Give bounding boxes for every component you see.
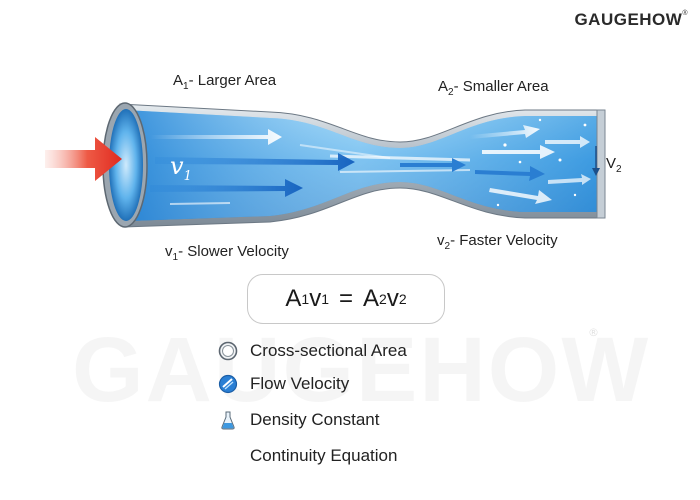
legend-item-cross-sectional-area: Cross-sectional Area xyxy=(218,341,407,361)
legend-item-flow-velocity: Flow Velocity xyxy=(218,374,349,394)
faster-velocity-label: v2- Faster Velocity xyxy=(437,232,558,252)
watermark-registered-mark: ® xyxy=(588,326,599,339)
flask-icon xyxy=(221,411,235,430)
flow-velocity-disc-icon xyxy=(218,374,238,394)
legend-blank-icon xyxy=(218,446,238,466)
larger-area-label: A1- Larger Area xyxy=(173,72,277,92)
smaller-area-label: A2- Smaller Area xyxy=(438,78,549,98)
brand-logo: GAUGEHOW® xyxy=(574,10,688,29)
watermark: GAUGEHOW xyxy=(72,318,650,423)
inlet-arrow xyxy=(45,137,122,181)
outlet-v2-label: V2 xyxy=(606,155,622,175)
pipe-v1-label: v1 xyxy=(170,152,192,184)
legend-item-continuity-equation: Continuity Equation xyxy=(218,446,397,466)
slower-velocity-label: v1- Slower Velocity xyxy=(165,243,289,263)
legend-item-density-constant: Density Constant xyxy=(218,410,379,430)
cross-section-ring-icon xyxy=(218,341,238,361)
